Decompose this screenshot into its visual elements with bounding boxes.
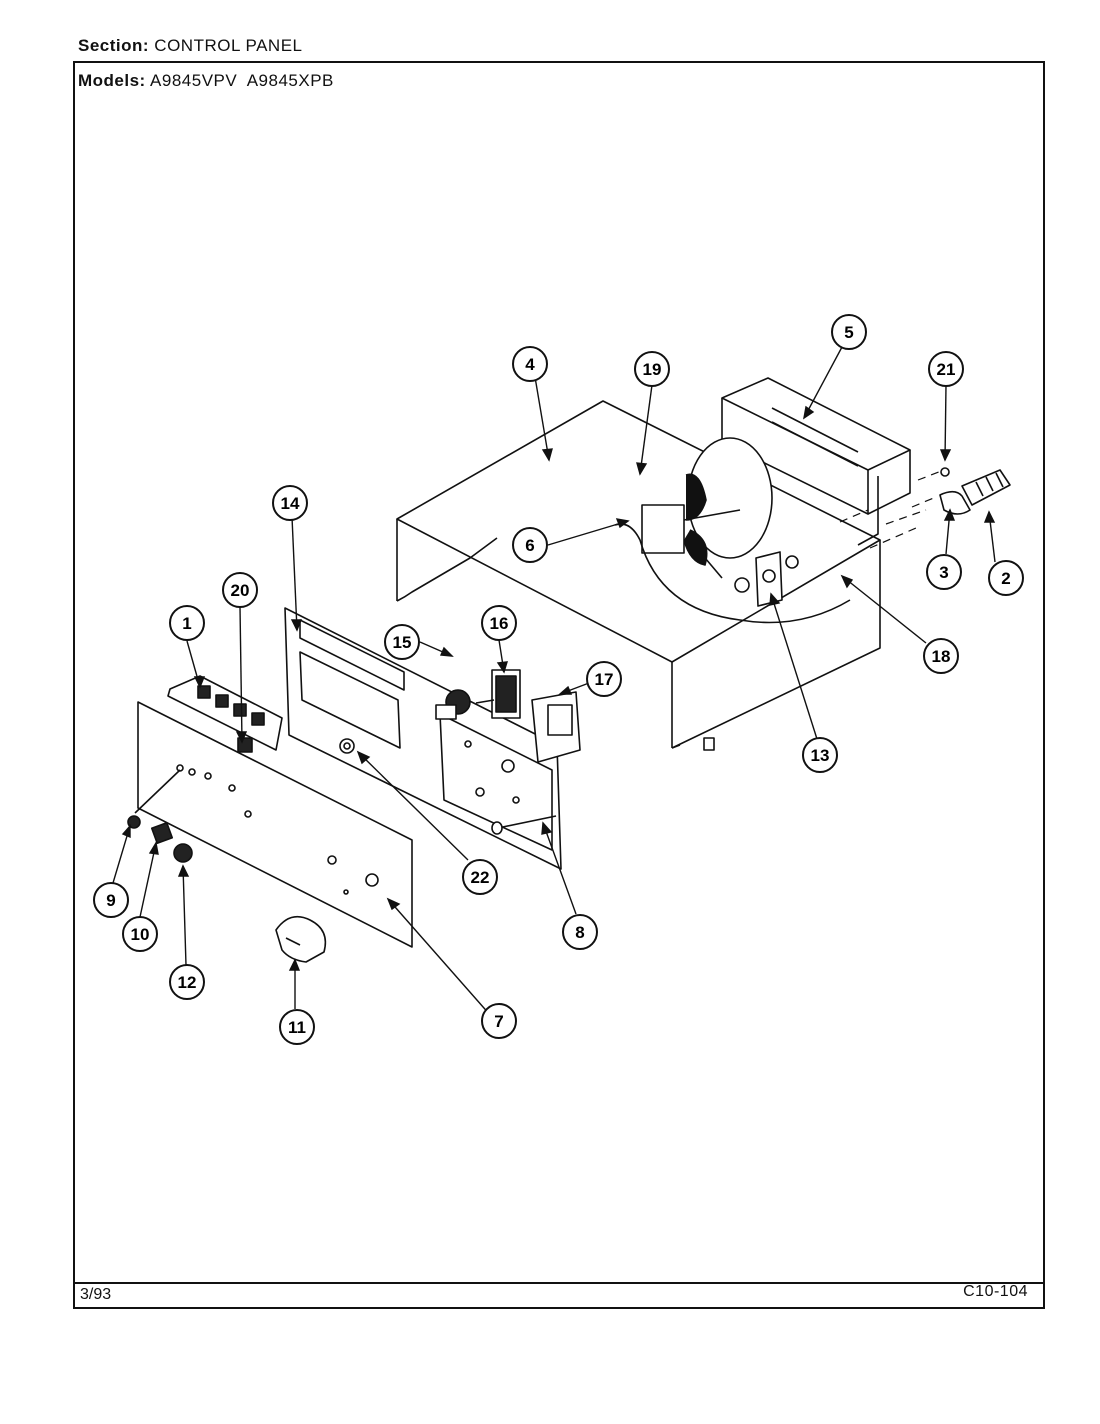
callout-bubble bbox=[634, 351, 670, 387]
callout-13: 13 bbox=[802, 737, 838, 773]
callout-number: 6 bbox=[525, 536, 534, 555]
callout-bubble bbox=[93, 882, 129, 918]
callout-number: 9 bbox=[106, 891, 115, 910]
callout-11: 11 bbox=[279, 1009, 315, 1045]
callout-21: 21 bbox=[928, 351, 964, 387]
knobs bbox=[127, 815, 327, 963]
callout-bubble bbox=[481, 605, 517, 641]
section-label: Section: bbox=[78, 36, 150, 55]
callout-17: 17 bbox=[586, 661, 622, 697]
footer-page-code: C10-104 bbox=[963, 1283, 1028, 1300]
callout-bubble bbox=[923, 638, 959, 674]
timer-switch-relay bbox=[435, 669, 581, 763]
callout-number: 2 bbox=[1001, 569, 1010, 588]
callout-15: 15 bbox=[384, 624, 420, 660]
section-heading: Section: CONTROL PANEL bbox=[78, 36, 303, 56]
section-value: CONTROL PANEL bbox=[154, 36, 303, 55]
callout-8: 8 bbox=[562, 914, 598, 950]
callout-bubble bbox=[831, 314, 867, 350]
hose-fittings bbox=[939, 467, 1011, 515]
callout-5: 5 bbox=[831, 314, 867, 350]
models-value: A9845VPV A9845XPB bbox=[150, 71, 334, 90]
callout-number: 20 bbox=[231, 581, 250, 600]
callout-bubble bbox=[279, 1009, 315, 1045]
callout-bubble bbox=[169, 605, 205, 641]
footer-rule bbox=[73, 1282, 1045, 1284]
diagram-frame bbox=[73, 61, 1045, 1309]
callout-3: 3 bbox=[926, 554, 962, 590]
callout-9: 9 bbox=[93, 882, 129, 918]
nut bbox=[339, 738, 355, 754]
callout-bubble bbox=[384, 624, 420, 660]
callout-14: 14 bbox=[272, 485, 308, 521]
bracket bbox=[734, 551, 799, 607]
callout-bubble bbox=[169, 964, 205, 1000]
control-panel-front bbox=[134, 701, 413, 948]
callout-2: 2 bbox=[988, 560, 1024, 596]
callout-10: 10 bbox=[122, 916, 158, 952]
callout-1: 1 bbox=[169, 605, 205, 641]
callout-number: 4 bbox=[525, 355, 535, 374]
callout-bubble bbox=[122, 916, 158, 952]
callout-number: 11 bbox=[288, 1018, 306, 1037]
mounting-bracket bbox=[284, 607, 562, 870]
callout-number: 17 bbox=[595, 670, 614, 689]
callout-6: 6 bbox=[512, 527, 548, 563]
callout-number: 3 bbox=[939, 563, 948, 582]
callout-number: 5 bbox=[844, 323, 853, 342]
motor-fan bbox=[614, 437, 851, 624]
callout-bubble bbox=[586, 661, 622, 697]
callout-bubble bbox=[802, 737, 838, 773]
callout-20: 20 bbox=[222, 572, 258, 608]
callout-bubble bbox=[222, 572, 258, 608]
callout-number: 15 bbox=[393, 633, 412, 652]
callout-bubble bbox=[512, 346, 548, 382]
callout-number: 8 bbox=[575, 923, 584, 942]
callout-number: 22 bbox=[471, 868, 490, 887]
models-heading: Models: A9845VPV A9845XPB bbox=[78, 71, 334, 91]
callout-number: 19 bbox=[643, 360, 662, 379]
callout-number: 18 bbox=[932, 647, 951, 666]
callout-7: 7 bbox=[481, 1003, 517, 1039]
callout-bubble bbox=[481, 1003, 517, 1039]
vent-box bbox=[721, 377, 911, 546]
callout-bubble bbox=[926, 554, 962, 590]
assembly-lines bbox=[839, 469, 945, 549]
callout-number: 16 bbox=[490, 614, 509, 633]
callout-number: 21 bbox=[937, 360, 956, 379]
callout-number: 14 bbox=[281, 494, 300, 513]
callout-16: 16 bbox=[481, 605, 517, 641]
models-label: Models: bbox=[78, 71, 146, 90]
callout-bubble bbox=[272, 485, 308, 521]
callout-bubble bbox=[562, 914, 598, 950]
callout-bubble bbox=[512, 527, 548, 563]
callout-number: 7 bbox=[494, 1012, 503, 1031]
leader-lines bbox=[112, 346, 996, 1017]
callout-18: 18 bbox=[923, 638, 959, 674]
callout-12: 12 bbox=[169, 964, 205, 1000]
callout-bubble bbox=[928, 351, 964, 387]
callout-bubble bbox=[462, 859, 498, 895]
callout-4: 4 bbox=[512, 346, 548, 382]
callout-bubble bbox=[988, 560, 1024, 596]
callout-number: 13 bbox=[811, 746, 830, 765]
footer-date: 3/93 bbox=[80, 1286, 112, 1303]
callout-22: 22 bbox=[462, 859, 498, 895]
callout-number: 10 bbox=[131, 925, 150, 944]
callout-number: 1 bbox=[182, 614, 191, 633]
callout-number: 12 bbox=[178, 973, 197, 992]
callout-19: 19 bbox=[634, 351, 670, 387]
